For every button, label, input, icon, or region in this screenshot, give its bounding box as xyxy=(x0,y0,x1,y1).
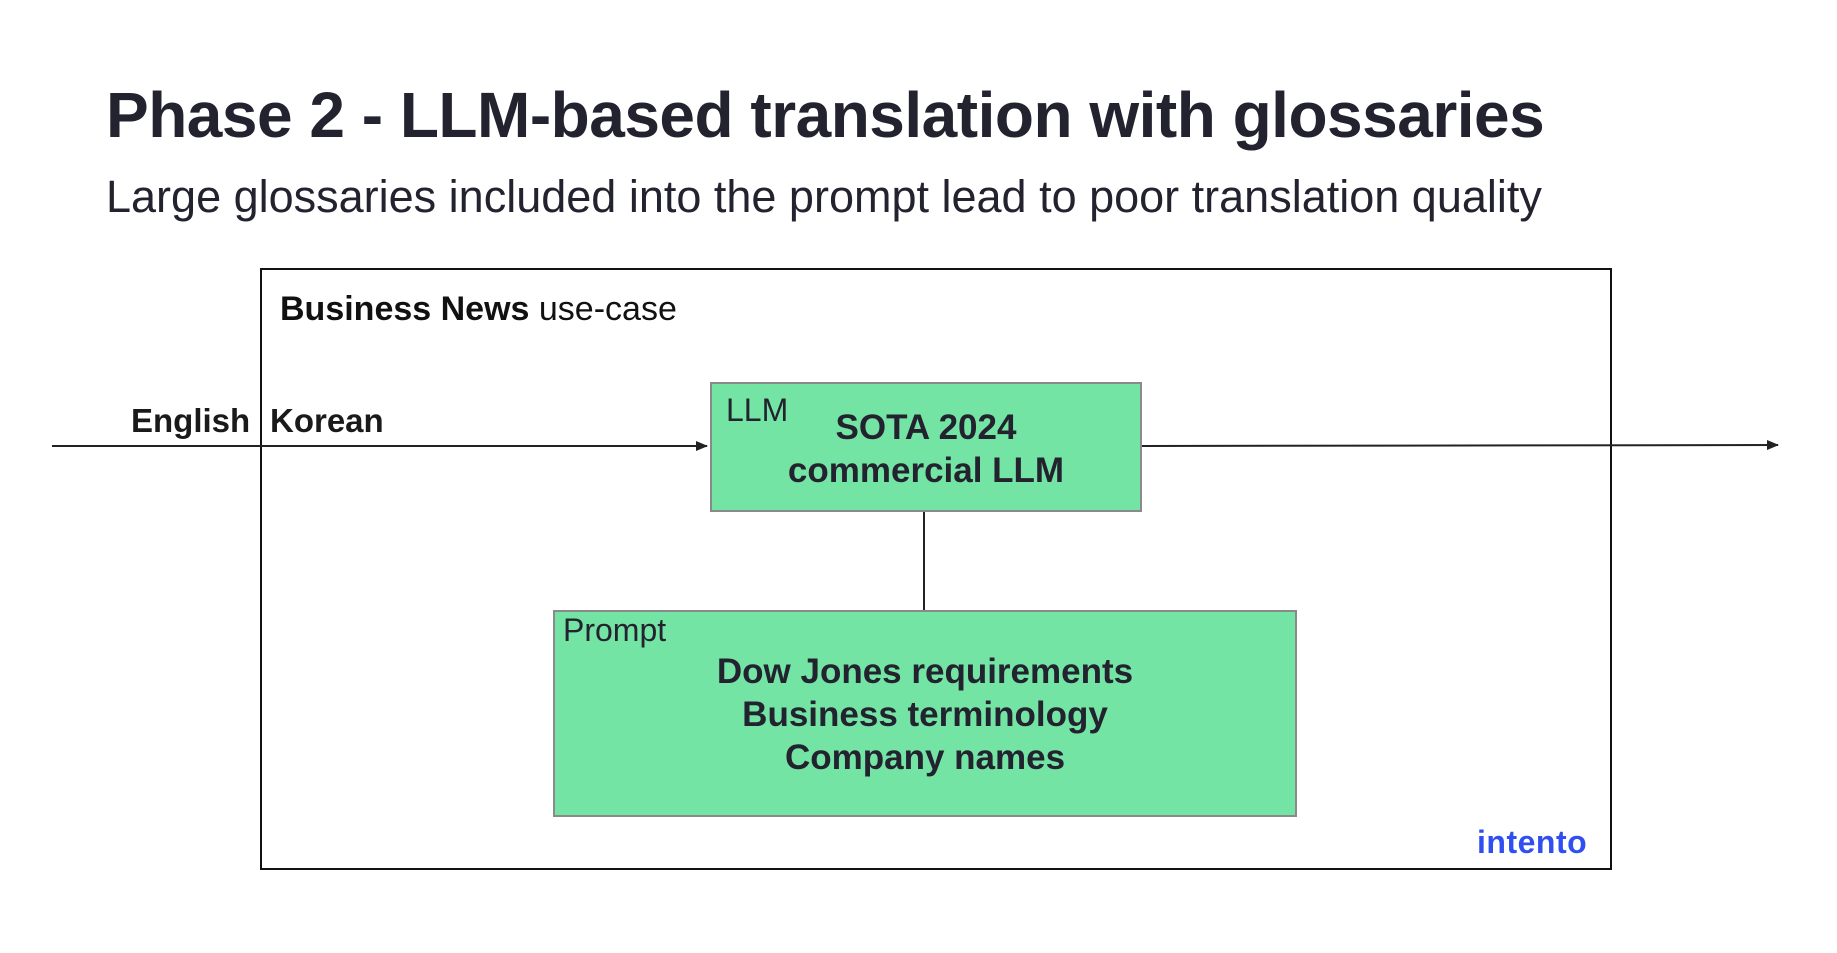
llm-box-tag: LLM xyxy=(726,392,789,428)
prompt-box: Prompt Dow Jones requirements Business t… xyxy=(553,610,1297,817)
use-case-suffix: use-case xyxy=(529,290,677,328)
source-language-label: English xyxy=(131,402,251,439)
llm-box-text: SOTA 2024 commercial LLM xyxy=(712,406,1140,492)
prompt-box-line: Dow Jones requirements xyxy=(716,652,1134,691)
prompt-box-text: Dow Jones requirements Business terminol… xyxy=(555,650,1295,779)
prompt-box-line: Company names xyxy=(784,738,1066,777)
use-case-label: Business News use-case xyxy=(280,290,677,329)
page-title: Phase 2 - LLM-based translation with glo… xyxy=(106,79,1545,151)
llm-box-line: SOTA 2024 xyxy=(835,408,1017,447)
page-subtitle: Large glossaries included into the promp… xyxy=(106,171,1542,222)
llm-box-line: commercial LLM xyxy=(787,451,1065,490)
prompt-box-tag: Prompt xyxy=(563,612,667,648)
target-language-label: Korean xyxy=(270,402,384,439)
use-case-frame xyxy=(260,268,1612,870)
llm-box: LLM SOTA 2024 commercial LLM xyxy=(710,382,1142,512)
prompt-box-line: Business terminology xyxy=(742,695,1108,734)
intento-logo: intento xyxy=(1477,824,1588,860)
output-arrow xyxy=(1141,440,1779,451)
use-case-name: Business News xyxy=(280,290,530,328)
